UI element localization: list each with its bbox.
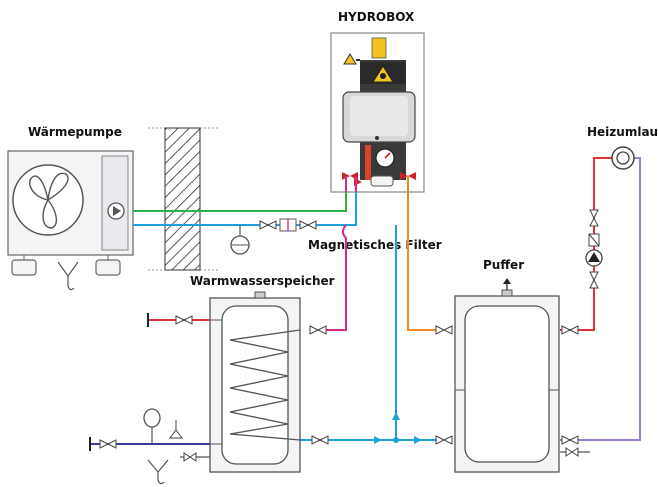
warning-icon	[372, 65, 394, 83]
valve-icon-heating-flow	[561, 325, 579, 335]
pump-icon	[107, 202, 125, 220]
hydrobox-unit	[330, 32, 425, 193]
safety-valve-icon	[169, 420, 183, 439]
magnetic-filter-label: Magnetisches Filter	[308, 238, 442, 252]
magnetic-filter-icon	[279, 218, 297, 232]
fan-icon	[12, 164, 84, 236]
heat-exchanger-coil	[229, 329, 301, 441]
valve-icon-heating-lower	[589, 271, 599, 289]
drain-valve-buffer	[560, 447, 590, 457]
heat-pump-unit	[7, 150, 134, 291]
radiator-icon	[611, 146, 635, 170]
expansion-vessel-icon	[230, 225, 250, 255]
drain-icon	[57, 261, 79, 291]
valve-icon-heating-return	[561, 435, 579, 445]
heating-circuit-label: Heizumlauf	[587, 125, 658, 139]
drain-valve-dhw	[180, 452, 210, 462]
manometer-icon	[375, 148, 395, 168]
flow-arrow-icon	[374, 412, 422, 444]
valve-icon-dhw-coil	[309, 325, 327, 335]
dhw-tank	[209, 291, 301, 473]
valve-icon	[343, 53, 357, 65]
air-vent-icon	[503, 278, 511, 290]
heat-pump-label: Wärmepumpe	[28, 125, 122, 139]
valve-icon-1	[259, 220, 277, 230]
valve-icon-dhw-return	[311, 435, 329, 445]
tundish-icon	[147, 459, 169, 485]
valve-icon-buffer-in	[435, 325, 453, 335]
valve-icon-2	[299, 220, 317, 230]
buffer-label: Puffer	[483, 258, 524, 272]
circulator-pump-icon	[585, 249, 603, 267]
valve-icon-heating-upper	[589, 209, 599, 227]
wall	[148, 127, 218, 271]
hydrobox-valve-3	[400, 172, 416, 180]
check-valve-icon	[588, 233, 600, 247]
valve-icon-cold-lower	[99, 439, 117, 449]
valve-icon-cold-in	[175, 315, 193, 325]
hydrobox-label: HYDROBOX	[338, 10, 415, 24]
valve-icon-buffer-return	[435, 435, 453, 445]
dhw-expansion-vessel-icon	[143, 408, 161, 444]
dhw-tank-label: Warmwasserspeicher	[190, 274, 335, 288]
buffer-tank	[454, 278, 560, 473]
